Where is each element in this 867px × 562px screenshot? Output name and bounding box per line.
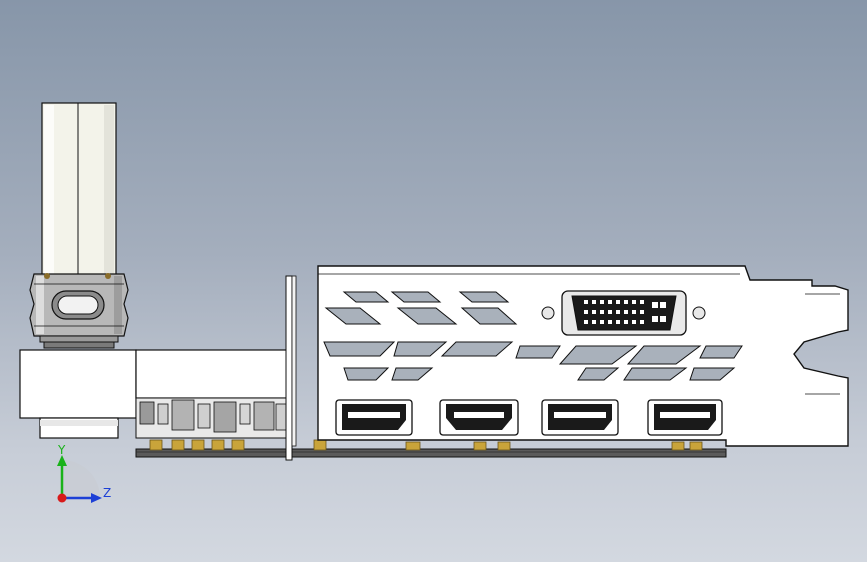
x-axis-origin — [57, 493, 67, 503]
y-axis-label: Y — [57, 443, 66, 457]
displayport-port-3 — [647, 399, 723, 436]
pump-block — [19, 349, 137, 439]
reservoir-fitting — [29, 273, 129, 349]
dvi-d-port — [561, 290, 687, 336]
reservoir-tube — [41, 102, 117, 277]
vrm-components — [135, 397, 289, 439]
pcb-board — [135, 448, 727, 458]
bracket-vents — [323, 291, 743, 381]
z-axis-label: Z — [103, 486, 111, 500]
cooler-shroud — [135, 349, 289, 399]
solder-joints — [149, 439, 703, 451]
hdmi-port — [439, 399, 519, 436]
displayport-port-2 — [541, 399, 619, 436]
displayport-port-1 — [335, 399, 413, 436]
bracket-screws — [541, 306, 706, 320]
coordinate-triad: Y Z — [57, 443, 111, 503]
